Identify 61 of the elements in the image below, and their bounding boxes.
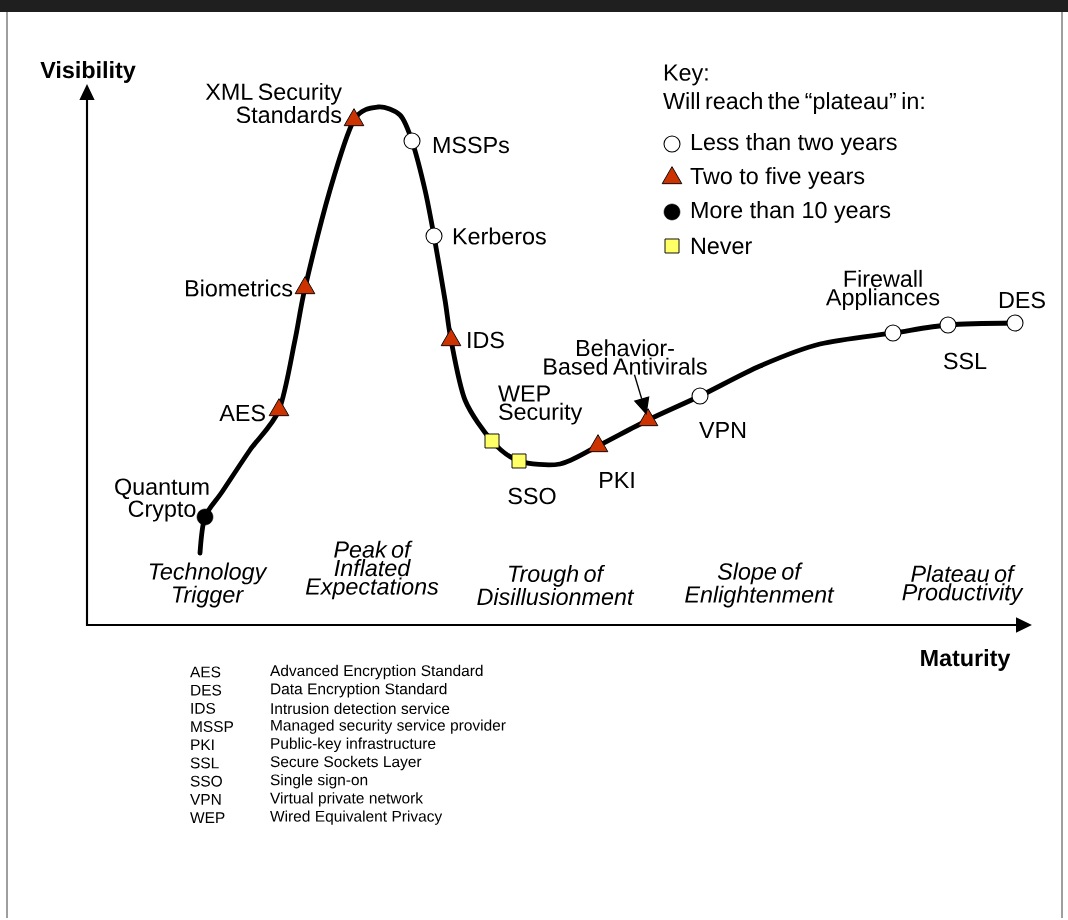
glossary-term: VPN	[190, 794, 221, 805]
glossary-definition: Managed security service provider	[271, 719, 506, 734]
glossary-term: SSL	[190, 757, 219, 769]
triangle-marker	[587, 434, 609, 453]
point-label: Biometrics	[186, 279, 293, 297]
glossary-definition: Data Encryption Standard	[271, 683, 447, 698]
square-marker	[511, 453, 527, 469]
legend-label: Never	[691, 237, 752, 255]
point-label: AES	[219, 404, 265, 422]
point-label: MSSPs	[433, 136, 509, 154]
annotation-text: Behavior-Based Antivirals	[544, 339, 707, 375]
glossary-definition: Single sign-on	[270, 774, 368, 789]
circle-marker	[425, 227, 443, 245]
triangle-marker	[268, 398, 290, 417]
point-label: Quantum Crypto	[115, 478, 209, 522]
circle-marker	[403, 132, 421, 150]
phase-label: Trough of Disillusionment	[477, 564, 635, 606]
key-heading: Will reach the “plateau” in:	[663, 92, 924, 114]
point-label: Kerberos	[453, 227, 546, 245]
legend-label: More than 10 years	[691, 201, 891, 223]
point-label: DES	[999, 291, 1045, 309]
glossary-term: DES	[191, 684, 222, 696]
triangle-marker	[294, 276, 316, 295]
point-label: SSL	[944, 352, 987, 370]
glossary-definition: Advanced Encryption Standard	[270, 664, 483, 680]
phase-label: Slope of Enlightenment	[685, 562, 835, 608]
dot-marker	[196, 508, 214, 526]
axis-label: Maturity	[921, 649, 1011, 671]
circle-marker	[691, 387, 709, 405]
circle-marker	[884, 324, 902, 342]
triangle-marker	[637, 408, 659, 427]
axis-label: Visibility	[40, 61, 136, 83]
phase-label: Peak of Inflated Expectations	[305, 540, 439, 600]
glossary-term: IDS	[191, 702, 216, 714]
square-marker	[484, 433, 500, 449]
glossary-definition: Wired Equivalent Privacy	[270, 810, 443, 825]
key-heading: Key:	[664, 64, 708, 86]
point-label: VPN	[699, 421, 746, 438]
circle-marker	[939, 316, 957, 334]
glossary-definition: Secure Sockets Layer	[270, 755, 422, 771]
point-label: PKI	[600, 471, 634, 488]
glossary-definition: Public-key infrastructure	[271, 737, 436, 752]
point-label: SSO	[508, 487, 556, 505]
triangle-marker	[440, 328, 462, 347]
glossary-term: SSO	[190, 775, 222, 787]
point-label: Firewall Appliances	[825, 269, 940, 311]
legend-label: Two to five years	[690, 167, 865, 189]
legend-label: Less than two years	[691, 133, 897, 155]
glossary-term: WEP	[190, 812, 225, 823]
point-label: XML Security Standards	[205, 82, 342, 124]
glossary-definition: Virtual private network	[270, 792, 423, 807]
triangle-marker	[343, 108, 365, 127]
point-label: IDS	[468, 331, 504, 349]
point-label: WEP Security	[498, 385, 583, 425]
phase-label: Plateau of Productivity	[902, 564, 1024, 606]
glossary-term: PKI	[191, 739, 214, 751]
phase-label: Technology Trigger	[149, 562, 268, 608]
glossary-term: MSSP	[191, 721, 234, 733]
circle-marker	[1006, 314, 1024, 332]
glossary-definition: Intrusion detection service	[271, 702, 450, 715]
glossary-term: AES	[190, 666, 221, 678]
